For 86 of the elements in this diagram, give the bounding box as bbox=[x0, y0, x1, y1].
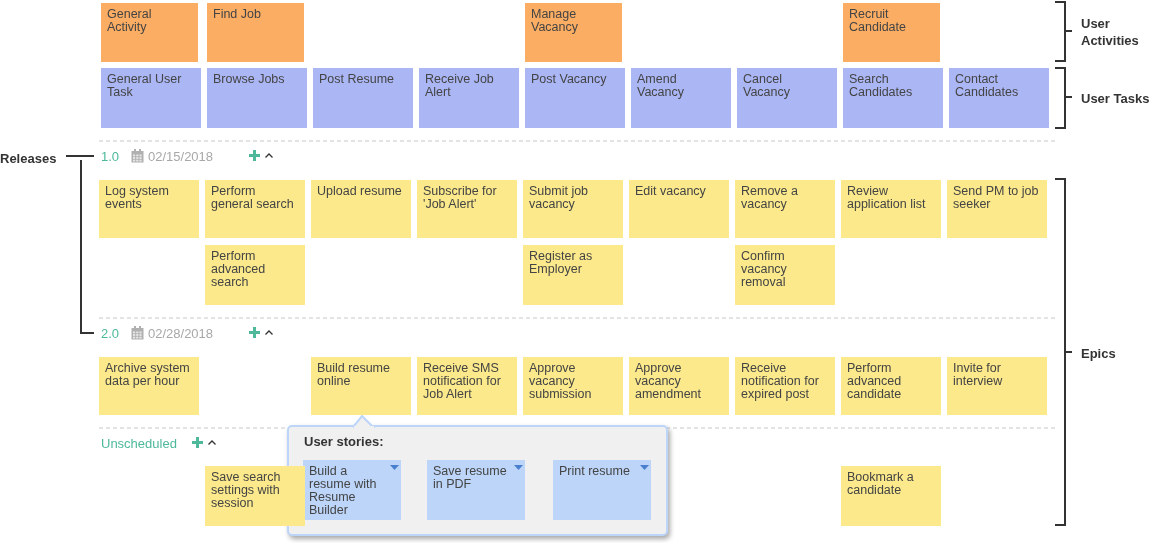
card-text: Invite for interview bbox=[953, 362, 1004, 388]
epic-card bbox=[947, 180, 1047, 238]
epic-card bbox=[205, 180, 305, 238]
card-text: Amend Vacancy bbox=[637, 73, 685, 99]
epic-card bbox=[735, 357, 835, 415]
story-card bbox=[303, 460, 401, 520]
epic-card bbox=[205, 466, 305, 526]
epic-card bbox=[523, 357, 623, 415]
release-date: 02/15/2018 bbox=[148, 149, 214, 164]
card-text: Save resume in PDF bbox=[433, 465, 508, 491]
card-text: Browse Jobs bbox=[213, 73, 286, 86]
card-text: Log system events bbox=[105, 185, 170, 211]
task-card bbox=[419, 68, 519, 128]
epic-card bbox=[841, 180, 941, 238]
task-card bbox=[313, 68, 413, 128]
card-text: Approve vacancy submission bbox=[529, 362, 593, 401]
story-card bbox=[427, 460, 525, 520]
card-text: Submit job vacancy bbox=[529, 185, 590, 211]
epic-card bbox=[311, 180, 411, 238]
card-text: Subscribe for 'Job Alert' bbox=[423, 185, 498, 211]
task-card bbox=[843, 68, 943, 128]
card-text: Build resume online bbox=[317, 362, 391, 388]
card-text: Remove a vacancy bbox=[741, 185, 799, 211]
card-text: Build a resume with Resume Builder bbox=[309, 465, 378, 517]
release-date: 02/28/2018 bbox=[148, 326, 214, 341]
task-card bbox=[207, 68, 307, 128]
card-text: Upload resume bbox=[317, 185, 403, 198]
epic-card bbox=[417, 180, 517, 238]
popup-heading: User stories: bbox=[304, 434, 384, 449]
release-number: 1.0 bbox=[101, 149, 120, 164]
card-text: Post Vacancy bbox=[531, 73, 608, 86]
task-card bbox=[101, 68, 201, 128]
card-text: Save search settings with session bbox=[211, 471, 282, 510]
card-text: Contact Candidates bbox=[955, 73, 1020, 99]
card-text: Search Candidates bbox=[849, 73, 914, 99]
epic-card bbox=[523, 245, 623, 305]
card-text: Cancel Vacancy bbox=[743, 73, 791, 99]
card-text: Post Resume bbox=[319, 73, 396, 86]
card-text: Archive system data per hour bbox=[105, 362, 191, 388]
epic-card bbox=[841, 357, 941, 415]
task-card bbox=[525, 68, 625, 128]
epic-card bbox=[735, 180, 835, 238]
section-label: Releases bbox=[0, 151, 57, 166]
epic-card bbox=[629, 357, 729, 415]
epic-card bbox=[417, 357, 517, 415]
activity-card bbox=[843, 3, 940, 62]
card-text: Perform advanced search bbox=[211, 250, 267, 289]
epic-card bbox=[841, 466, 941, 526]
card-text: Receive SMS notification for Job Alert bbox=[423, 362, 502, 401]
release-name: Unscheduled bbox=[101, 436, 177, 451]
card-text: Approve vacancy amendment bbox=[635, 362, 702, 401]
epic-card bbox=[99, 357, 199, 415]
task-card bbox=[949, 68, 1049, 128]
card-text: Bookmark a candidate bbox=[847, 471, 915, 497]
card-text: Perform general search bbox=[211, 185, 295, 211]
card-text: Perform advanced candidate bbox=[847, 362, 903, 401]
card-text: Review application list bbox=[847, 185, 927, 211]
task-card bbox=[737, 68, 837, 128]
card-text: Receive notification for expired post bbox=[741, 362, 820, 401]
section-label: User Activities bbox=[1081, 15, 1140, 49]
epic-card bbox=[735, 245, 835, 305]
epic-card bbox=[629, 180, 729, 238]
card-text: General Activity bbox=[107, 8, 153, 34]
section-label: Epics bbox=[1081, 346, 1116, 361]
release-number: 2.0 bbox=[101, 326, 120, 341]
card-text: Receive Job Alert bbox=[425, 73, 495, 99]
card-text: Manage Vacancy bbox=[531, 8, 579, 34]
task-card bbox=[631, 68, 731, 128]
activity-card bbox=[207, 3, 304, 62]
card-text: Recruit Candidate bbox=[849, 8, 907, 34]
epic-card bbox=[311, 357, 411, 415]
epic-card bbox=[523, 180, 623, 238]
activity-card bbox=[525, 3, 622, 62]
card-text: General User Task bbox=[107, 73, 183, 99]
epic-card bbox=[99, 180, 199, 238]
card-text: Print resume bbox=[559, 465, 631, 478]
card-text: Send PM to job seeker bbox=[953, 185, 1040, 211]
story-card bbox=[553, 460, 651, 520]
card-text: Confirm vacancy removal bbox=[741, 250, 788, 289]
epic-card bbox=[205, 245, 305, 305]
activity-card bbox=[101, 3, 198, 62]
card-text: Find Job bbox=[213, 8, 262, 21]
card-text: Edit vacancy bbox=[635, 185, 707, 198]
card-text: Register as Employer bbox=[529, 250, 594, 276]
epic-card bbox=[947, 357, 1047, 415]
section-label: User Tasks bbox=[1081, 91, 1149, 106]
